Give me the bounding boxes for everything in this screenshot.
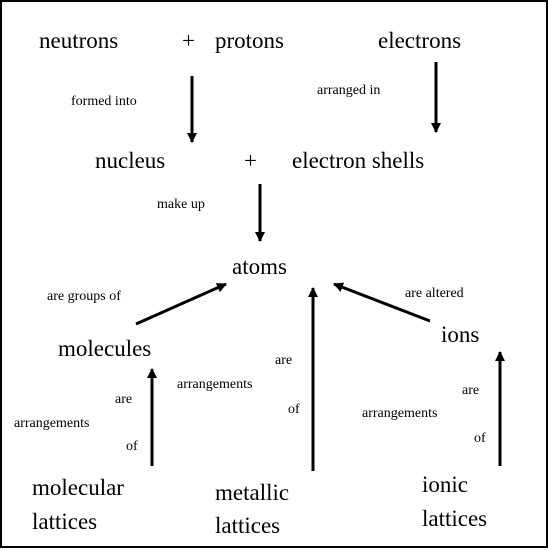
node-molecular-lattices-line2: lattices (32, 509, 98, 534)
node-electrons: electrons (378, 28, 462, 53)
node-nucleus: nucleus (95, 148, 166, 173)
link-arranged-in: arranged in (317, 83, 381, 98)
node-ionic-lattices-line2: lattices (422, 506, 488, 531)
node-neutrons: neutrons (39, 28, 119, 53)
node-protons: protons (215, 28, 284, 53)
link-metallic-of: of (288, 402, 300, 417)
plus-sign-top: + (182, 28, 195, 53)
link-are-altered: are altered (405, 286, 464, 301)
link-metallic-are: are (275, 353, 293, 368)
node-atoms: atoms (232, 254, 287, 279)
link-ionic-are: are (462, 383, 480, 398)
link-ionic-of: of (474, 431, 486, 446)
plus-sign-middle: + (244, 148, 257, 173)
node-metallic-lattices-line1: metallic (215, 480, 290, 505)
link-molecular-arrangements: arrangements (14, 416, 90, 431)
link-metallic-arrangements: arrangements (177, 377, 253, 392)
node-metallic-lattices-line2: lattices (215, 513, 281, 538)
link-molecular-are: are (115, 392, 133, 407)
arrow-molecules-to-atoms (135, 282, 227, 326)
arrow-ions-to-atoms (333, 282, 431, 323)
link-formed-into: formed into (71, 94, 137, 109)
node-molecular-lattices-line1: molecular (32, 475, 124, 500)
node-ions: ions (441, 322, 480, 347)
link-make-up: make up (157, 197, 205, 212)
link-ionic-arrangements: arrangements (362, 406, 438, 421)
node-molecules: molecules (58, 336, 152, 361)
link-molecular-of: of (126, 439, 138, 454)
node-ionic-lattices-line1: ionic (422, 472, 468, 497)
link-are-groups-of: are groups of (47, 289, 121, 304)
node-electron-shells: electron shells (292, 148, 425, 173)
